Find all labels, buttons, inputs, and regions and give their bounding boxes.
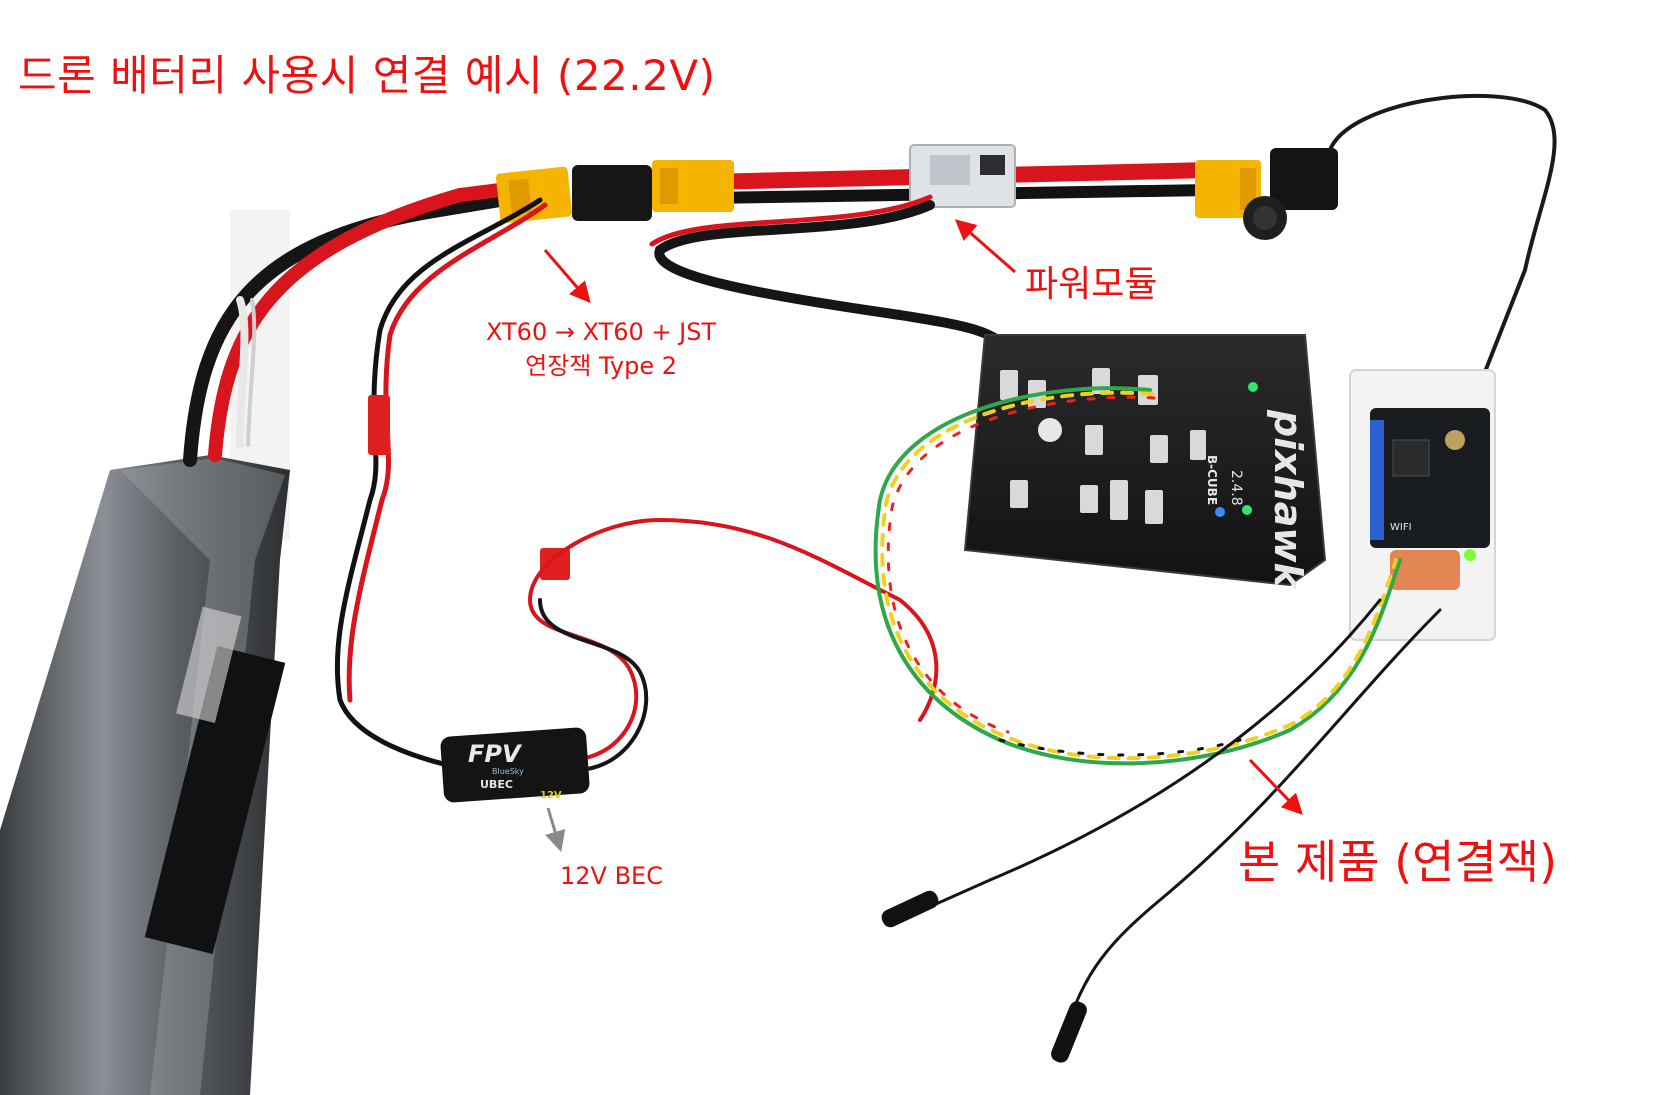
- bec-annotation: 12V BEC: [560, 862, 663, 890]
- xt60-connector-2: [652, 160, 734, 212]
- xt60-joint: [572, 165, 652, 221]
- xt60-arrow: [543, 249, 591, 304]
- bec-name-text: UBEC: [480, 778, 513, 791]
- power-module: [909, 144, 1016, 208]
- antenna-leads: [881, 598, 1442, 1063]
- xt60-annotation-line1: XT60 → XT60 + JST: [486, 318, 717, 346]
- product-arrow: [1248, 758, 1303, 816]
- bec-brand-text: FPV: [468, 740, 523, 768]
- power-module-annotation: 파워모듈: [1025, 264, 1158, 305]
- title-annotation: 드론 배터리 사용시 연결 예시 (22.2V): [18, 51, 716, 100]
- vtx-label-text: WIFI: [1390, 522, 1412, 533]
- bec-maker-text: BlueSky: [492, 767, 524, 776]
- bec-lead: [334, 197, 570, 773]
- vtx-board: WIFI: [1349, 369, 1496, 641]
- xt60-connector-1: [495, 166, 573, 224]
- ribbon-cable: [649, 194, 1015, 360]
- power-module-arrow: [954, 219, 1016, 274]
- bec-voltage-text: 12V: [540, 790, 562, 801]
- xt60-annotation-line2: 연장잭 Type 2: [525, 352, 678, 380]
- fpv-camera: [1243, 93, 1557, 411]
- bec-arrow: [545, 807, 566, 853]
- battery-leads: [183, 183, 507, 467]
- ubec-module: FPV BlueSky UBEC 12V: [440, 727, 590, 803]
- connection-cable-product: [873, 386, 1402, 766]
- product-annotation: 본 제품 (연결잭): [1238, 835, 1558, 889]
- bec-output-lead: [527, 517, 939, 772]
- lipo-battery: [0, 455, 290, 1095]
- xt60-connector-3: [1195, 160, 1261, 218]
- fc-model-text: B-CUBE: [1205, 455, 1219, 505]
- xt60-annotation: XT60 → XT60 + JST 연장잭 Type 2: [486, 315, 716, 383]
- fc-brand-text: pixhawk: [1266, 409, 1310, 591]
- pixhawk-flight-controller: pixhawk 2.4.8 B-CUBE: [963, 334, 1327, 591]
- fc-version-text: 2.4.8: [1228, 470, 1244, 506]
